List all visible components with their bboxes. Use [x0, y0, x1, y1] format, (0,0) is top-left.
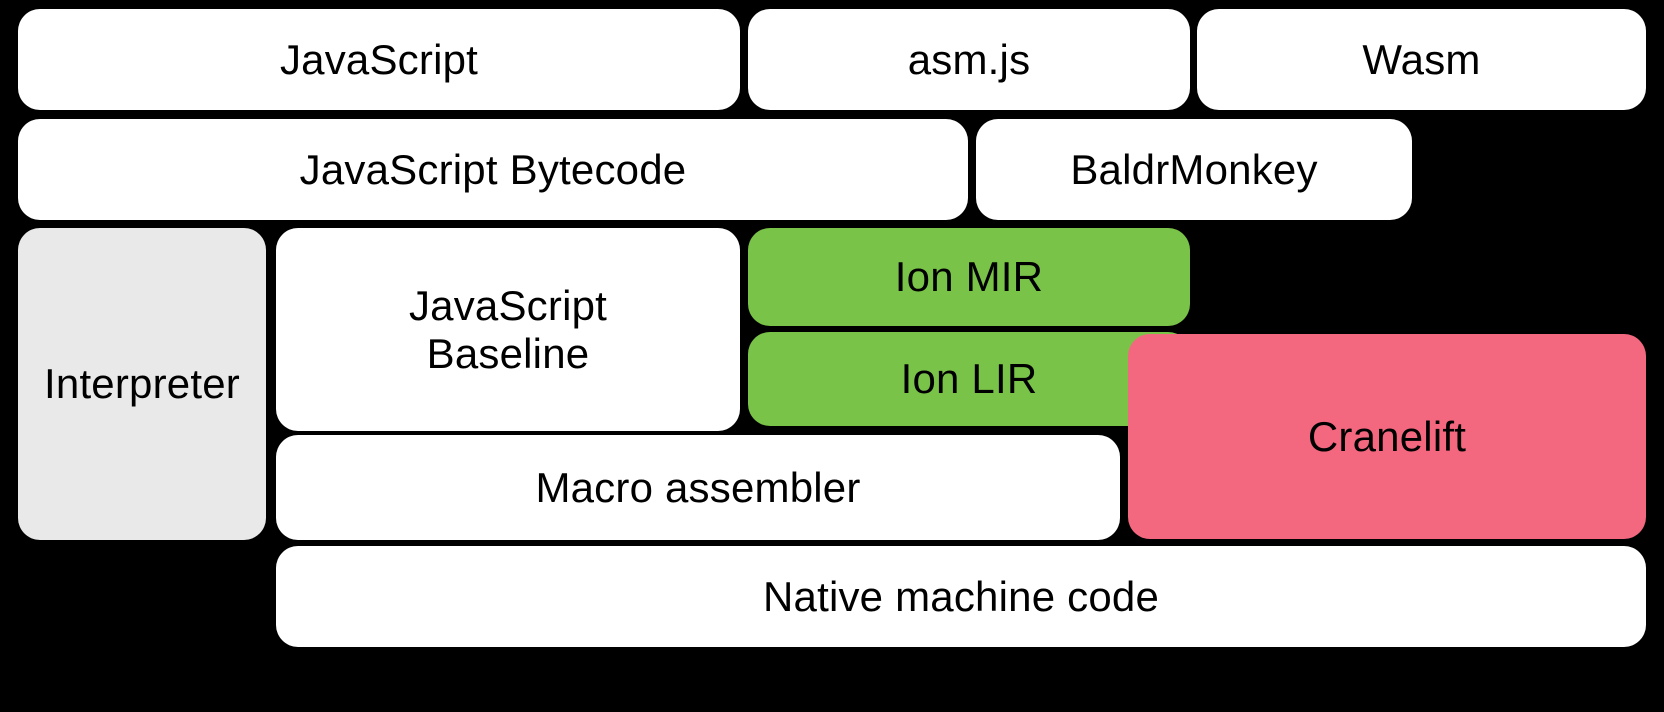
node-ion-lir: Ion LIR [748, 332, 1190, 426]
node-javascript-baseline: JavaScript Baseline [276, 228, 740, 431]
node-baldrmonkey: BaldrMonkey [976, 119, 1412, 220]
node-javascript-bytecode: JavaScript Bytecode [18, 119, 968, 220]
node-interpreter: Interpreter [18, 228, 266, 540]
node-native-machine-code: Native machine code [276, 546, 1646, 647]
node-cranelift: Cranelift [1128, 334, 1646, 539]
node-javascript-source: JavaScript [18, 9, 740, 110]
node-asm-js: asm.js [748, 9, 1190, 110]
node-macro-assembler: Macro assembler [276, 435, 1120, 540]
node-wasm: Wasm [1197, 9, 1646, 110]
node-ion-mir: Ion MIR [748, 228, 1190, 326]
